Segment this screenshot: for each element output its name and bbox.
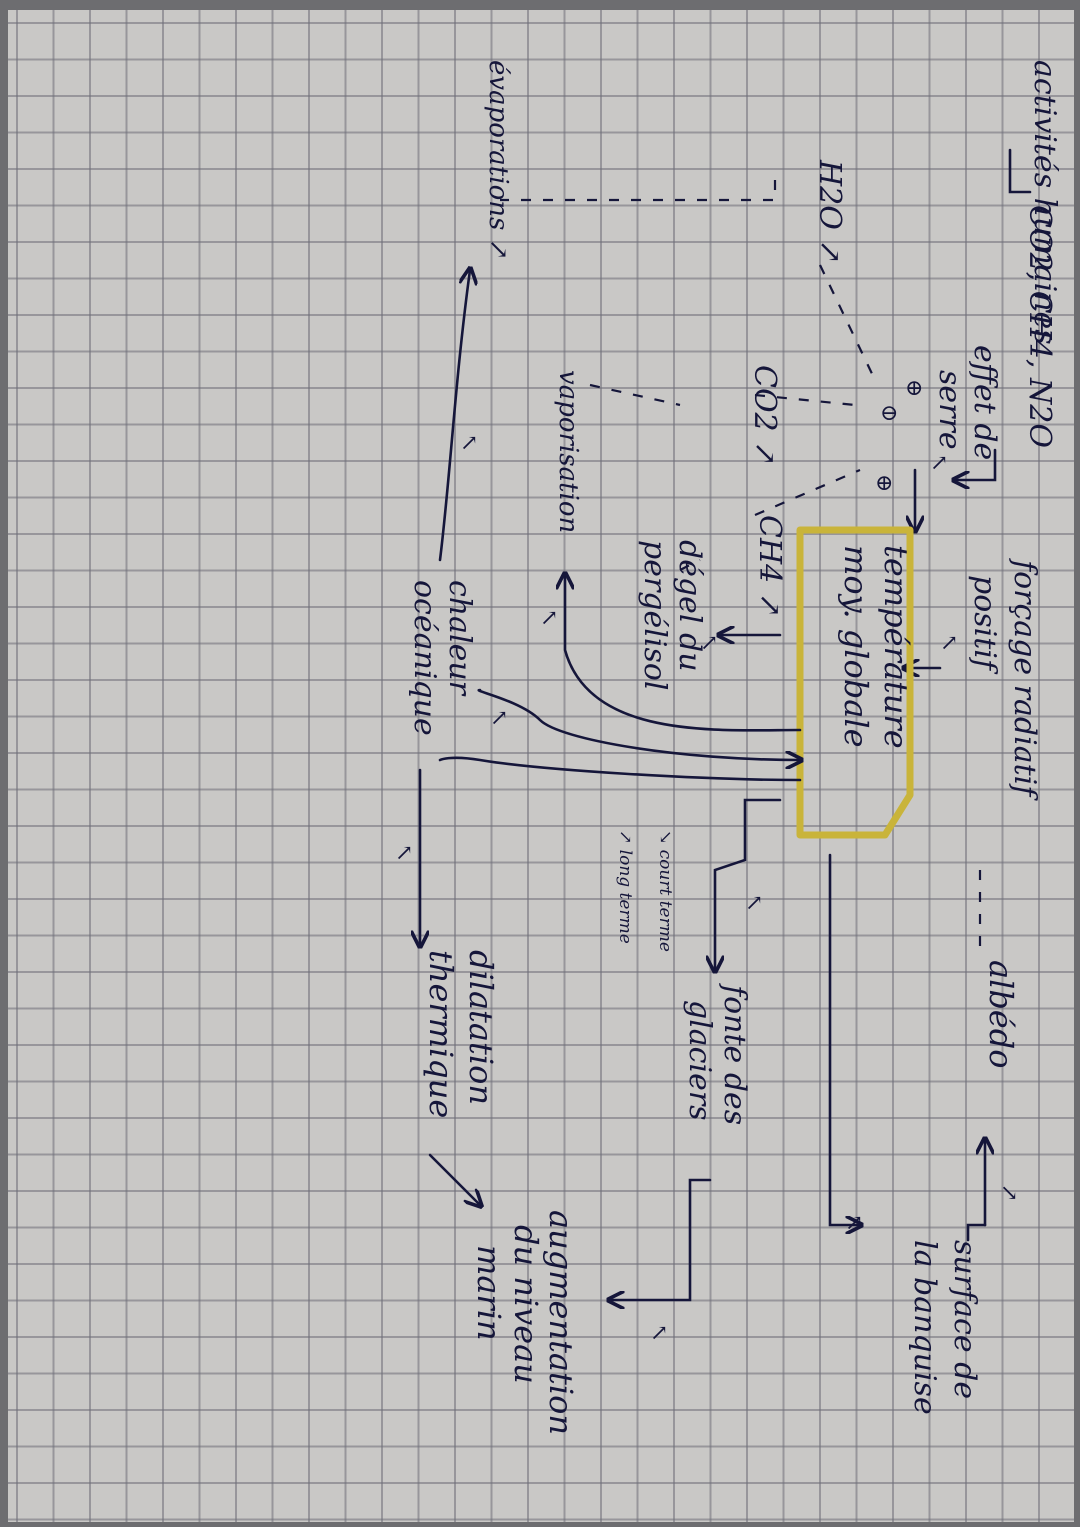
label-degel-1: dégel du (672, 540, 707, 672)
label-fonte-1: fonte des (717, 983, 752, 1125)
arrow-temp-banquise (828, 853, 860, 1225)
marker-up-temp-banquise: ↗ (845, 1211, 863, 1236)
label-temperature-1: température (877, 545, 915, 749)
marker-plus-2: ⊕ (875, 471, 893, 496)
dash-co2-effet (754, 393, 856, 407)
dash-h2o-effet (819, 264, 876, 381)
label-chaleur-1: chaleur (442, 580, 477, 697)
arrow-temp-fonte (715, 798, 782, 970)
label-effet-serre-2: serre (932, 370, 967, 450)
label-chaleur-2: océanique (407, 580, 442, 736)
arrow-temp-chaleur (477, 688, 800, 760)
marker-up-chaleur: ↗ (490, 706, 508, 731)
bracket-activites (1008, 148, 1032, 194)
label-activites-1: activités humaines (1027, 60, 1062, 345)
marker-minus-1: ⊖ (880, 401, 898, 426)
label-forcage-1: forçage radiatif (1007, 558, 1042, 801)
marker-up-degel: ↗ (700, 631, 718, 656)
label-niveau-3: marin (470, 1245, 508, 1341)
label-niveau-2: du niveau (507, 1225, 545, 1384)
arrow-chaleur-evaporations (438, 270, 470, 562)
label-vaporisation: vaporisation (553, 370, 583, 533)
label-forcage-2: positif (967, 575, 1002, 675)
label-long-terme: ↗ long terme (615, 830, 635, 944)
label-court-terme: ↘ court terme (655, 830, 675, 952)
label-temperature-2: moy. globale (837, 545, 875, 748)
dash-vaporisation-co2 (589, 383, 681, 407)
bracket-banquise (966, 1223, 987, 1242)
label-dilatation-1: dilatation (462, 950, 500, 1105)
label-effet-serre-1: effet de (967, 345, 1002, 460)
label-banquise-1: surface de (947, 1240, 982, 1399)
dash-h2o-evaporations (500, 180, 777, 202)
marker-up-fonte: ↗ (745, 891, 763, 916)
arrow-ges-effet-serre (955, 448, 997, 480)
label-degel-2: pergélisol (637, 540, 672, 691)
label-banquise-2: la banquise (907, 1240, 942, 1415)
label-ch4: CH4 ↗ (752, 515, 787, 618)
label-niveau-1: augmentation (542, 1210, 580, 1435)
arrow-temp-vaporisation (565, 575, 802, 732)
marker-up-forcage: ↗ (940, 631, 958, 656)
marker-up-dilatation: ↗ (395, 841, 413, 866)
label-evaporations: évaporations ↗ (483, 60, 513, 260)
marker-up-niveau: ↗ (650, 1321, 668, 1346)
label-co2: CO2 ↗ (747, 365, 782, 466)
label-ges: CO2, CH4, N2O (1022, 205, 1057, 448)
dash-degel-ch4 (679, 559, 701, 571)
label-fonte-2: glaciers (682, 1000, 717, 1121)
line-chaleur-temp-return (438, 756, 802, 782)
marker-up-effet: ↗ (930, 451, 948, 476)
label-albedo: albédo (982, 960, 1020, 1068)
dash-ch4-effet (754, 468, 861, 517)
marker-down-banquise: ↘ (1000, 1181, 1018, 1206)
highlight-box-temperature (796, 526, 914, 839)
marker-plus-1: ⊕ (905, 376, 923, 401)
marker-up-evap: ↗ (460, 431, 478, 456)
marker-up-vaporisation: ↗ (540, 606, 558, 631)
graph-paper (8, 10, 1074, 1522)
label-h2o: H2O ↗ (812, 159, 847, 265)
arrow-fonte-niveau (610, 1178, 712, 1300)
arrow-dilatation-niveau (428, 1153, 480, 1205)
label-dilatation-2: thermique (422, 950, 460, 1118)
